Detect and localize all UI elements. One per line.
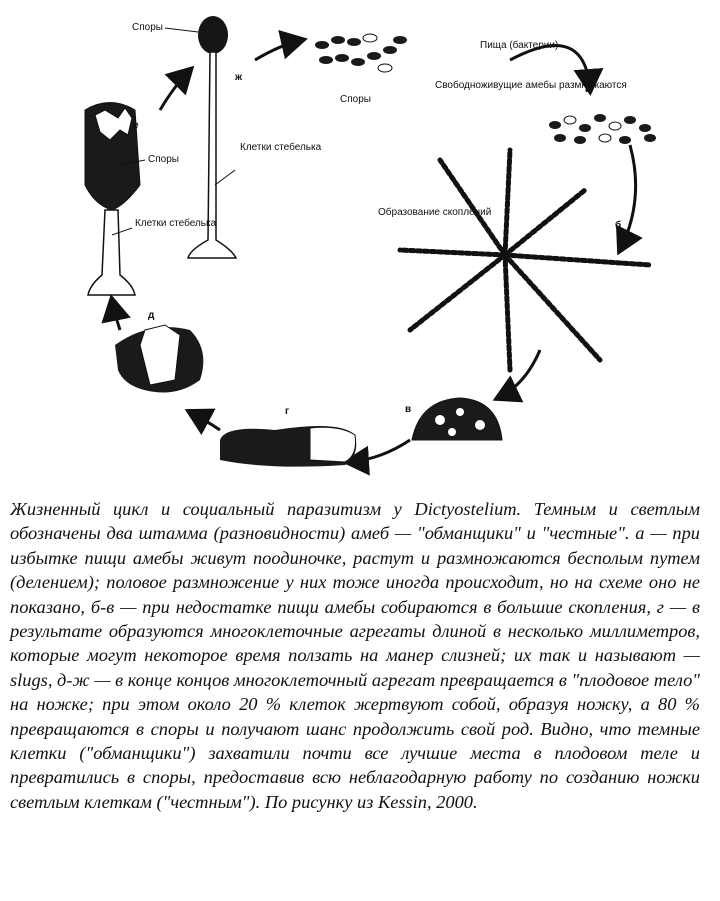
diagram-canvas: Споры Клетки стебелька Споры Клетки стеб… xyxy=(40,0,700,495)
label-free-amoebae: Свободноживущие амебы размножаются xyxy=(435,79,627,91)
figure-caption: Жизненный цикл и социальный паразитизм у… xyxy=(10,497,700,814)
fruiting-body-e xyxy=(85,103,140,296)
label-stalk-cells-left: Клетки стебелька xyxy=(135,217,217,229)
culminant-d xyxy=(115,325,203,393)
arrow-g-to-d xyxy=(190,412,220,430)
aggregation-streams xyxy=(400,150,650,370)
mound-v xyxy=(412,398,502,440)
life-cycle-diagram: Споры Клетки стебелька Споры Клетки стеб… xyxy=(40,0,700,495)
label-aggregation: Образование скоплений xyxy=(378,206,491,218)
arrow-e-to-zh xyxy=(160,70,190,110)
free-amoebae xyxy=(549,114,656,144)
stage-label-g: г xyxy=(285,406,289,417)
stage-label-zh: ж xyxy=(234,72,243,83)
stage-label-a: а xyxy=(585,84,591,95)
leader-spores-top xyxy=(165,28,198,32)
arrow-zh-to-spores xyxy=(255,40,302,60)
leader-stalk-top xyxy=(215,170,235,185)
arrow-d-to-e xyxy=(112,300,120,330)
released-spores xyxy=(315,34,407,72)
label-stalk-cells-top: Клетки стебелька xyxy=(240,141,322,153)
arrow-a-to-b xyxy=(620,145,636,250)
arrow-b-to-v xyxy=(498,350,540,398)
slug-g xyxy=(220,426,356,467)
label-spores-mid: Споры xyxy=(148,154,179,165)
stage-label-b: б xyxy=(615,219,621,231)
label-spores-right: Споры xyxy=(340,94,371,105)
stage-label-v: в xyxy=(405,404,411,415)
arrow-v-to-g xyxy=(348,440,410,462)
stage-label-d: д xyxy=(148,310,155,321)
label-food: Пища (бактерии) xyxy=(480,39,558,51)
stage-label-e: е xyxy=(133,120,139,131)
label-spores-top: Споры xyxy=(132,22,163,33)
